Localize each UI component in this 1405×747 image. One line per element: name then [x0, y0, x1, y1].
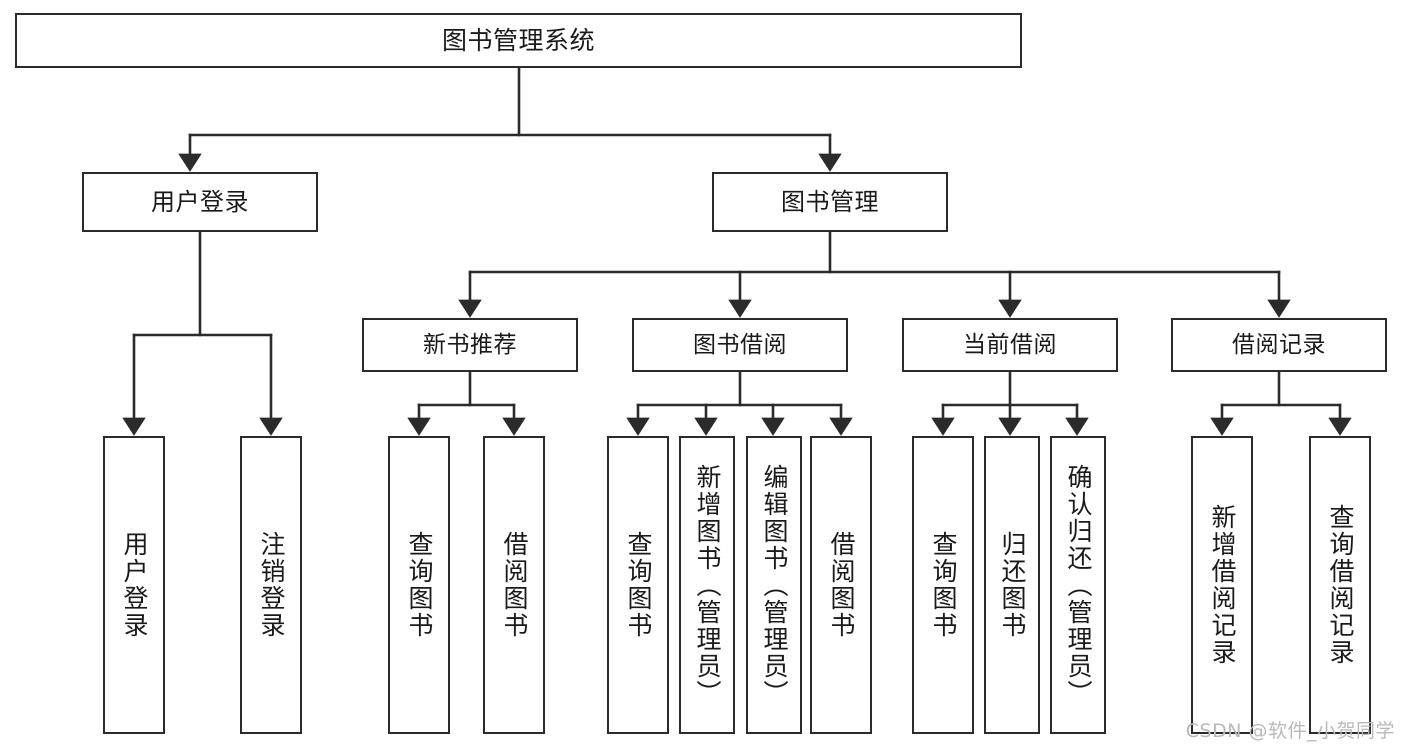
node-leaf-confirm-return[interactable]: 确认归还（管理员） [1050, 436, 1106, 734]
node-label: 图书管理系统 [441, 26, 595, 55]
node-leaf-add-record[interactable]: 新增借阅记录 [1191, 436, 1253, 734]
node-leaf-query-record[interactable]: 查询借阅记录 [1309, 436, 1371, 734]
node-label: 当前借阅 [963, 331, 1057, 358]
node-root-system[interactable]: 图书管理系统 [15, 13, 1022, 68]
node-borrow-record[interactable]: 借阅记录 [1171, 318, 1387, 372]
node-label: 新增图书（管理员） [693, 463, 722, 707]
node-leaf-add-book[interactable]: 新增图书（管理员） [679, 436, 735, 734]
node-label: 注销登录 [257, 531, 286, 639]
node-label: 确认归还（管理员） [1064, 463, 1093, 707]
node-label: 归还图书 [998, 531, 1027, 639]
node-leaf-user-login[interactable]: 用户登录 [103, 436, 165, 734]
node-leaf-borrow-book-2[interactable]: 借阅图书 [810, 436, 872, 734]
node-label: 用户登录 [120, 531, 149, 639]
node-leaf-query-book-3[interactable]: 查询图书 [912, 436, 974, 734]
node-leaf-edit-book[interactable]: 编辑图书（管理员） [746, 436, 802, 734]
node-label: 借阅图书 [827, 531, 856, 639]
node-label: 新增借阅记录 [1208, 504, 1237, 666]
node-leaf-borrow-book-1[interactable]: 借阅图书 [483, 436, 545, 734]
node-user-login[interactable]: 用户登录 [82, 172, 318, 232]
node-label: 查询图书 [405, 531, 434, 639]
node-label: 查询图书 [929, 531, 958, 639]
node-leaf-logout[interactable]: 注销登录 [240, 436, 302, 734]
node-leaf-return-book[interactable]: 归还图书 [984, 436, 1040, 734]
node-book-borrow[interactable]: 图书借阅 [632, 318, 848, 372]
node-label: 编辑图书（管理员） [760, 463, 789, 707]
csdn-watermark: CSDN @软件_小贺同学 [1185, 720, 1395, 742]
node-label: 图书管理 [781, 188, 879, 216]
node-new-book-rec[interactable]: 新书推荐 [362, 318, 578, 372]
node-leaf-query-book-1[interactable]: 查询图书 [388, 436, 450, 734]
node-current-borrow[interactable]: 当前借阅 [902, 318, 1118, 372]
node-label: 查询图书 [624, 531, 653, 639]
node-label: 图书借阅 [693, 331, 787, 358]
node-book-manage[interactable]: 图书管理 [712, 172, 948, 232]
node-leaf-query-book-2[interactable]: 查询图书 [607, 436, 669, 734]
node-label: 用户登录 [151, 188, 249, 216]
node-label: 借阅记录 [1232, 331, 1326, 358]
node-label: 借阅图书 [500, 531, 529, 639]
node-label: 新书推荐 [423, 331, 517, 358]
node-label: 查询借阅记录 [1326, 504, 1355, 666]
